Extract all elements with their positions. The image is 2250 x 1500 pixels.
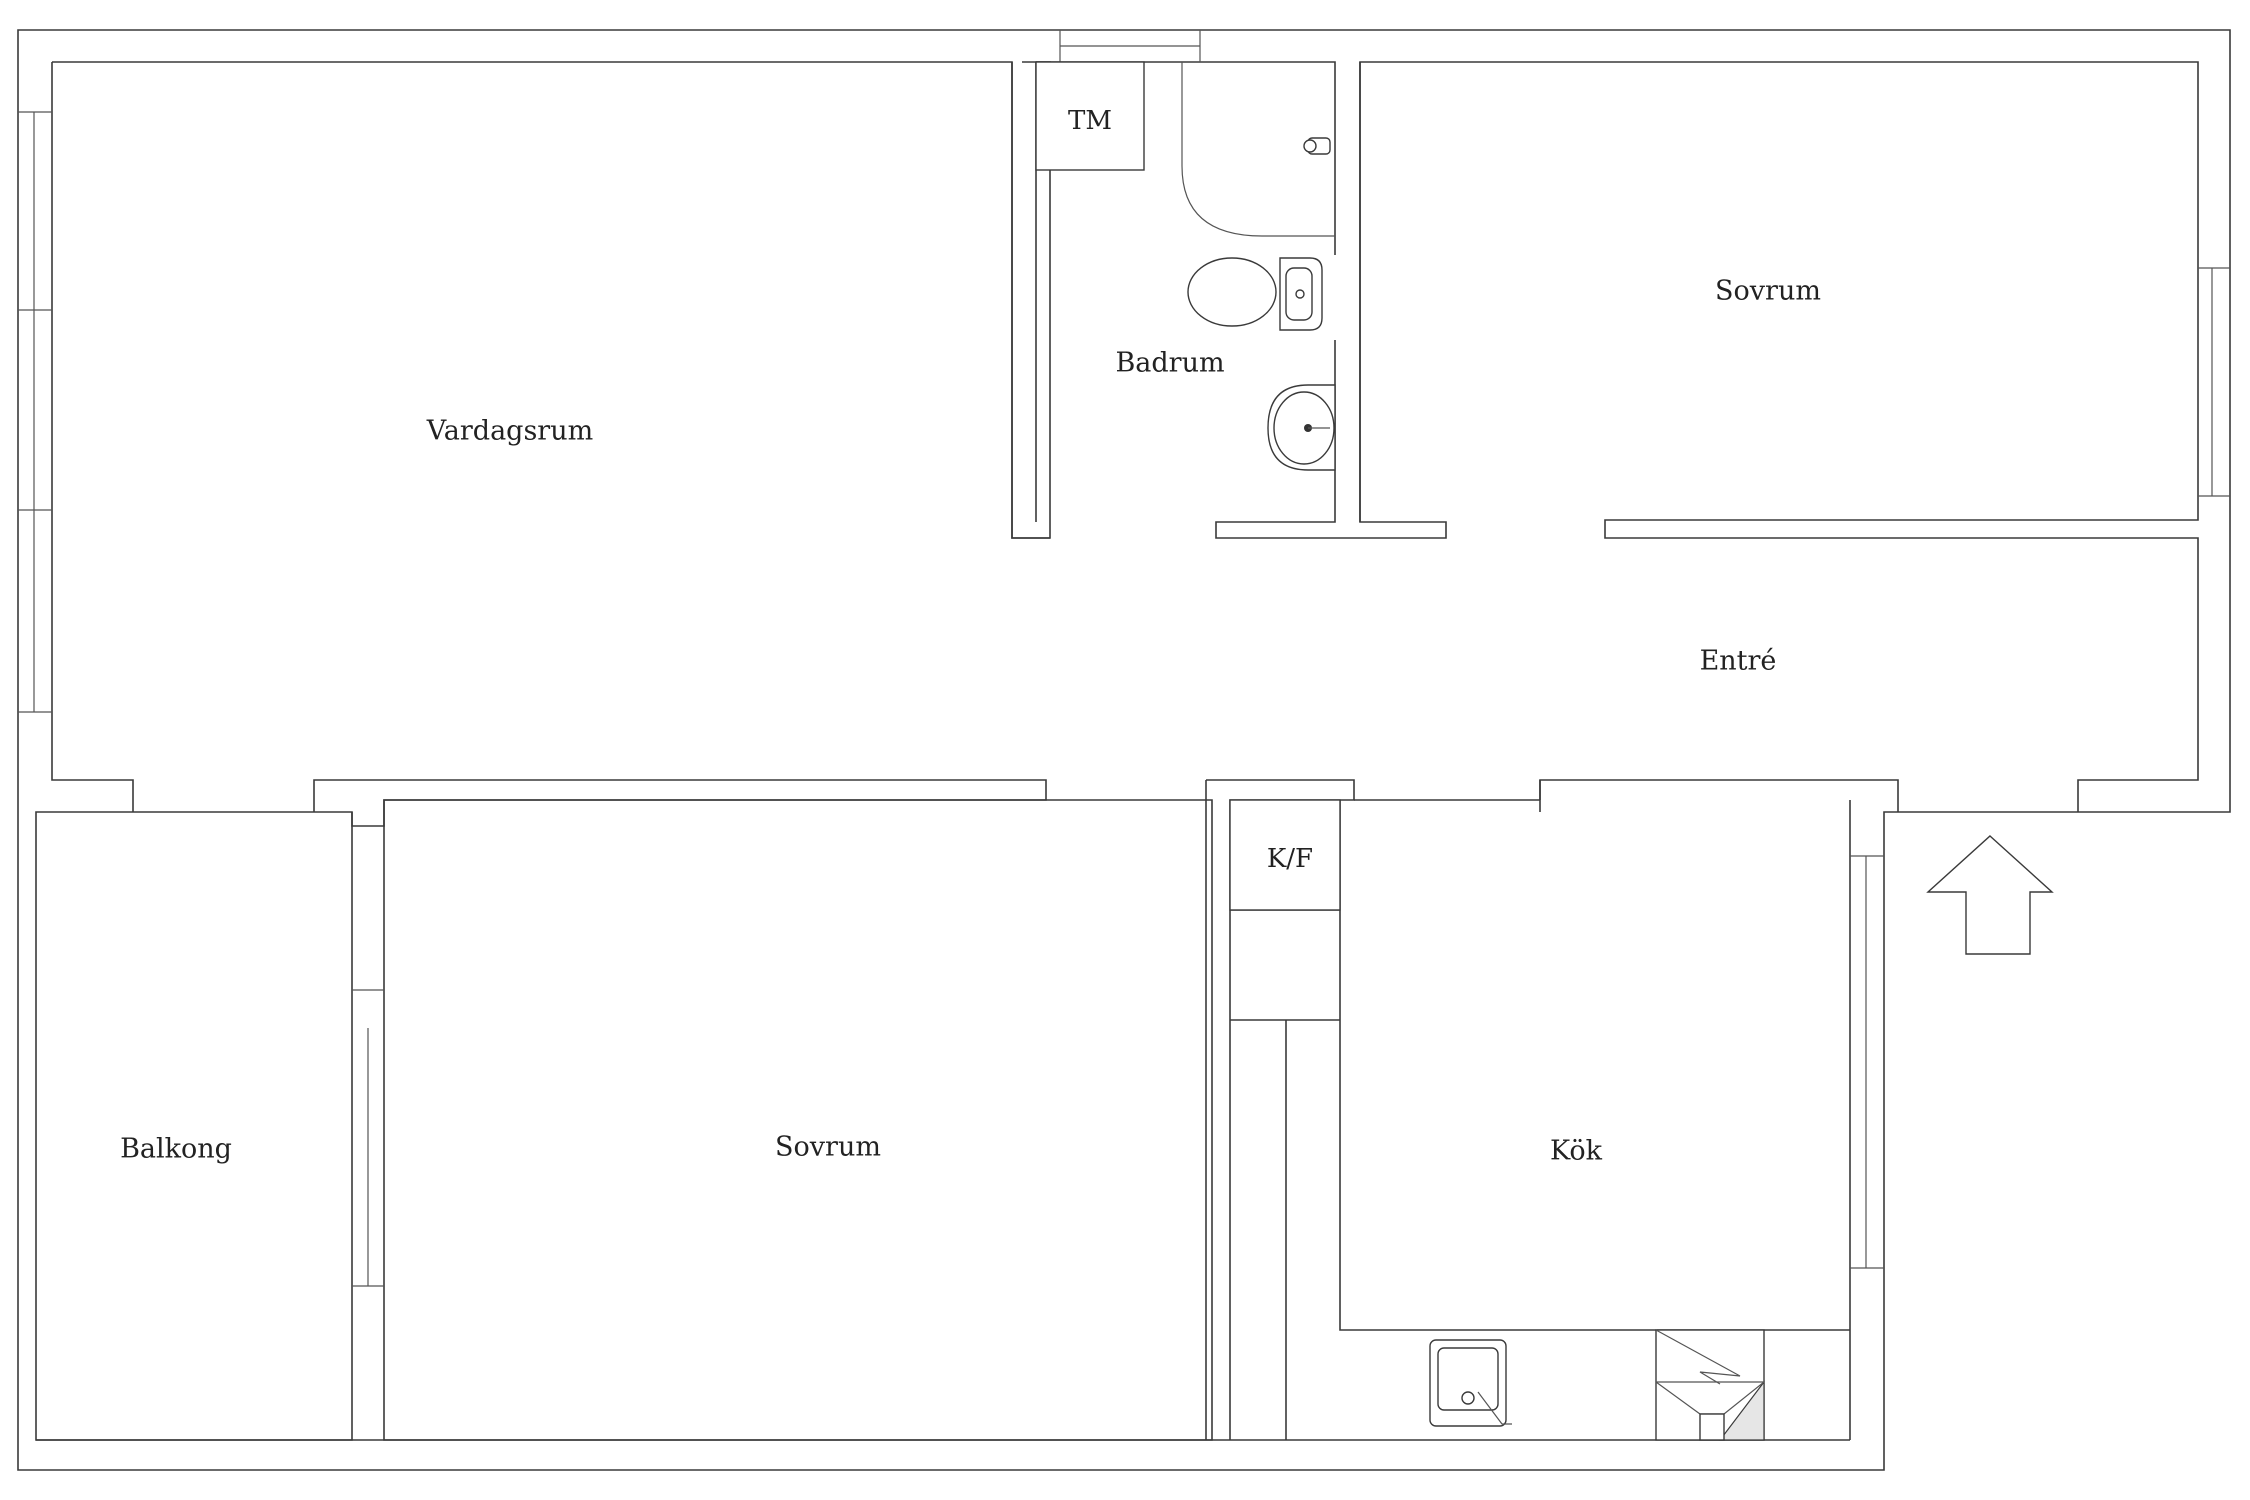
fridge-freezer-box [1229,799,1341,911]
room-label-bathroom: Badrum [1115,348,1224,379]
toilet-icon [1187,257,1323,331]
room-label-bedroom-bottom: Sovrum [775,1132,881,1163]
arrow-up-icon [1926,835,2054,955]
interior-walls [35,61,2199,1441]
washbasin-icon [1267,384,1336,471]
sink-icon [1429,1339,1512,1427]
outer-walls [17,29,2231,1471]
laundry-box [1035,61,1145,171]
room-label-kitchen: Kök [1550,1136,1603,1167]
room-label-entrance: Entré [1700,646,1777,677]
fridge-freezer-label: K/F [1267,844,1313,874]
stove-icon [1655,1329,1765,1441]
laundry-label: TM [1068,106,1112,136]
windows [18,30,2230,1287]
room-label-balcony: Balkong [120,1134,232,1165]
room-label-bedroom-top: Sovrum [1715,276,1821,307]
shower-enclosure [1181,62,1335,237]
shower-icon [1303,137,1331,155]
room-label-living-room: Vardagsrum [426,416,593,447]
